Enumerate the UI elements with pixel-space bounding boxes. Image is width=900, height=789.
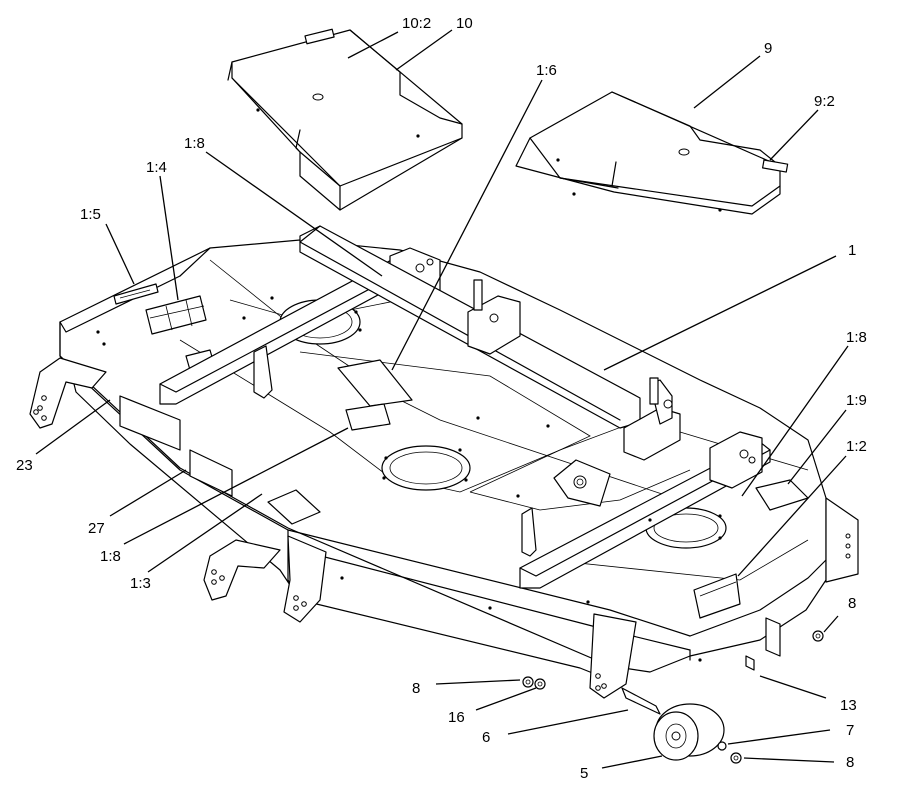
baffle-part-10: [227, 28, 463, 211]
baffle-part-9: [515, 91, 789, 215]
callout-5: 5: [580, 765, 588, 782]
callout-1-5: 1:5: [80, 206, 101, 223]
callout-1-8-top: 1:8: [184, 135, 205, 152]
callout-13: 13: [840, 697, 857, 714]
callout-8-left: 8: [412, 680, 420, 697]
callout-1-6: 1:6: [536, 62, 557, 79]
callout-9: 9: [764, 40, 772, 57]
callout-1-4: 1:4: [146, 159, 167, 176]
callout-1-8-left: 1:8: [100, 548, 121, 565]
callout-9-2: 9:2: [814, 93, 835, 110]
callout-10-2: 10:2: [402, 15, 431, 32]
callout-8-right: 8: [848, 595, 856, 612]
caster-wheel-assembly: [522, 617, 824, 764]
callout-7: 7: [846, 722, 854, 739]
callout-labels: 10:2 10 1:6 9 9:2 1:8 1:4 1:5 1 1:8 1:9 …: [16, 15, 867, 782]
callout-1: 1: [848, 242, 856, 259]
callout-27: 27: [88, 520, 105, 537]
leader-lines: [35, 29, 849, 769]
callout-10: 10: [456, 15, 473, 32]
callout-23: 23: [16, 457, 33, 474]
mower-deck: [29, 225, 859, 699]
callout-1-2: 1:2: [846, 438, 867, 455]
callout-16: 16: [448, 709, 465, 726]
callout-8-bottom: 8: [846, 754, 854, 771]
callout-1-9: 1:9: [846, 392, 867, 409]
callout-6: 6: [482, 729, 490, 746]
callout-1-3: 1:3: [130, 575, 151, 592]
callout-1-8-right: 1:8: [846, 329, 867, 346]
